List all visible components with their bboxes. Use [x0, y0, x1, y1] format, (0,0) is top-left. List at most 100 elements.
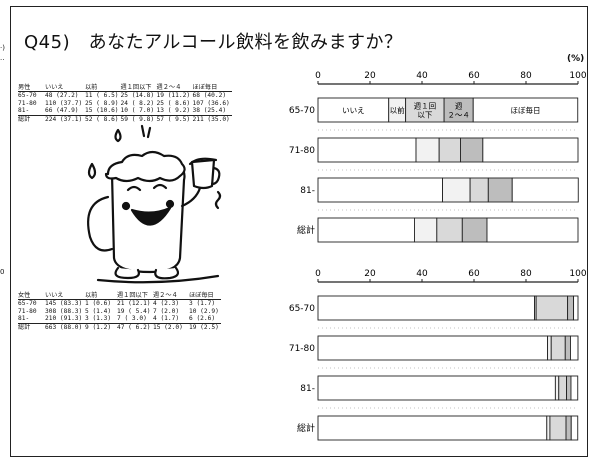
table-cell: 5 (1.4): [85, 307, 112, 315]
table-cell: 15 (10.6): [85, 107, 119, 115]
header-cell: 男性: [18, 84, 45, 93]
bar-segment: [317, 217, 415, 243]
table-cell: 65-70: [18, 92, 37, 100]
figure-frame: [10, 6, 588, 457]
bar-segment: [547, 335, 552, 361]
table-cell: 25 (14.8): [120, 92, 155, 100]
table-cell: 19 (2.5): [189, 322, 221, 332]
x-tick-label: 80: [520, 71, 532, 81]
table-cell: 4 (2.3): [153, 300, 180, 308]
category-label: 65-70: [289, 304, 315, 314]
bar-segment: [317, 415, 548, 441]
table-cell: 71-80: [18, 99, 37, 107]
header-cell: 以前: [85, 292, 117, 301]
bar-segment: [554, 375, 560, 401]
table-row: 65-70 145 (83.3) 1 (0.6) 21 (12.1) 4 (2.…: [18, 300, 221, 308]
table-cell: 25 ( 8.9): [85, 99, 119, 107]
bar-segment: [549, 415, 567, 441]
header-cell: 週２～４: [153, 292, 189, 301]
x-tick-label: 20: [364, 71, 376, 81]
bar-segment: [486, 217, 579, 243]
percent-unit-label: (%): [567, 54, 585, 64]
margin-fragment-low: 0: [0, 268, 5, 276]
table-cell: 1 (0.6): [85, 300, 112, 308]
table-total-row: 総計 224 (37.1) 52 ( 8.6) 59 ( 9.8) 57 ( 9…: [18, 114, 232, 124]
header-cell: 週１回以下: [120, 84, 157, 93]
x-tick-label: 100: [569, 269, 586, 279]
table-row: 71-80 308 (88.3) 5 (1.4) 19 ( 5.4) 7 (2.…: [18, 308, 221, 315]
table-header-row: 女性 いいえ 以前 週１回以下 週２～４ ほぼ毎日: [18, 292, 221, 301]
table-row: 71-80 110 (37.7) 25 ( 8.9) 24 ( 8.2) 25 …: [18, 100, 232, 107]
table-cell: 15 (2.0): [153, 322, 189, 332]
bar-segment: [566, 375, 572, 401]
bar-segment: [472, 97, 579, 123]
x-tick-label: 20: [364, 269, 376, 279]
question-title: Q45) あなたアルコール飲料を飲みますか？: [24, 32, 403, 53]
header-cell: 週１回以下: [117, 292, 153, 301]
motion-lines: [140, 124, 152, 139]
header-cell: いいえ: [45, 84, 85, 93]
table-cell: 110 (37.7): [45, 99, 83, 107]
bar-segment: [558, 375, 568, 401]
table-cell: 10 ( 7.0): [120, 107, 155, 115]
bar-segment: [415, 137, 440, 163]
table-row: 81- 210 (91.3) 3 (1.3) 7 ( 3.0) 4 (1.7) …: [18, 315, 221, 323]
closed-eye-icon: [126, 185, 142, 192]
bar-segment: [317, 137, 417, 163]
category-label: 総計: [297, 422, 315, 434]
table-header-row: 男性 いいえ 以前 週１回以下 週２～４ ほぼ毎日: [18, 84, 232, 93]
table-cell: 10 (2.9): [189, 307, 219, 315]
table-cell: 7 ( 3.0): [117, 315, 147, 323]
table-cell: 57 ( 9.5): [156, 114, 193, 124]
mascot-foot: [154, 266, 180, 280]
cup-handle: [210, 166, 221, 186]
bar-segment: [550, 335, 566, 361]
table-cell: 81-: [18, 315, 30, 323]
in-bar-legend-label: 週１回: [414, 102, 437, 111]
ground-line: [96, 274, 220, 284]
bar-segment: [511, 177, 579, 203]
bar-segment: [535, 295, 569, 321]
table-total-row: 総計 663 (88.0) 9 (1.2) 47 ( 6.2) 15 (2.0)…: [18, 322, 221, 332]
header-cell: 週２～４: [156, 84, 193, 93]
bar-segment: [317, 97, 390, 123]
male-data-table: 男性 いいえ 以前 週１回以下 週２～４ ほぼ毎日 65-70 48 (27.2…: [18, 84, 232, 124]
closed-eye-icon: [152, 183, 168, 190]
x-tick-label: 0: [315, 71, 321, 81]
female-data-table: 女性 いいえ 以前 週１回以下 週２～４ ほぼ毎日 65-70 145 (83.…: [18, 292, 221, 332]
table-cell: 48 (27.2): [45, 92, 79, 100]
mascot-arm: [180, 186, 202, 208]
x-tick-label: 60: [468, 71, 480, 81]
bar-segment: [565, 415, 572, 441]
cheek-dot: [121, 201, 131, 211]
table-cell: 38 (25.4): [192, 107, 227, 115]
cup-foam: [188, 157, 218, 166]
margin-fragment-top: ·): [0, 44, 5, 52]
sweat-drop-icon: [114, 128, 122, 143]
table-cell: 308 (88.3): [45, 307, 83, 315]
table-cell: 107 (36.6): [192, 99, 230, 107]
bar-segment: [317, 295, 536, 321]
bar-segment: [317, 177, 443, 203]
bar-segment: [487, 177, 513, 203]
bar-segment: [317, 335, 549, 361]
bar-segment: [414, 217, 438, 243]
table-cell: 21 (12.1): [117, 300, 151, 308]
table-cell: 47 ( 6.2): [117, 322, 153, 332]
in-bar-legend-label: ２～４: [447, 111, 470, 120]
header-cell: 以前: [85, 84, 121, 93]
motion-lines: [214, 190, 222, 210]
table-row: 81- 66 (47.9) 15 (10.6) 10 ( 7.0) 13 ( 9…: [18, 107, 232, 115]
table-cell: 59 ( 9.8): [120, 114, 157, 124]
bar-segment: [546, 415, 551, 441]
x-tick-label: 100: [569, 71, 586, 81]
category-label: 65-70: [289, 106, 315, 116]
bar-segment: [469, 177, 489, 203]
table-cell: 224 (37.1): [45, 114, 85, 124]
bar-segment: [436, 217, 463, 243]
table-cell: 3 (1.7): [189, 300, 216, 308]
bar-segment: [564, 335, 571, 361]
left-margin-fragment: ·) ·· 0: [0, 0, 9, 463]
